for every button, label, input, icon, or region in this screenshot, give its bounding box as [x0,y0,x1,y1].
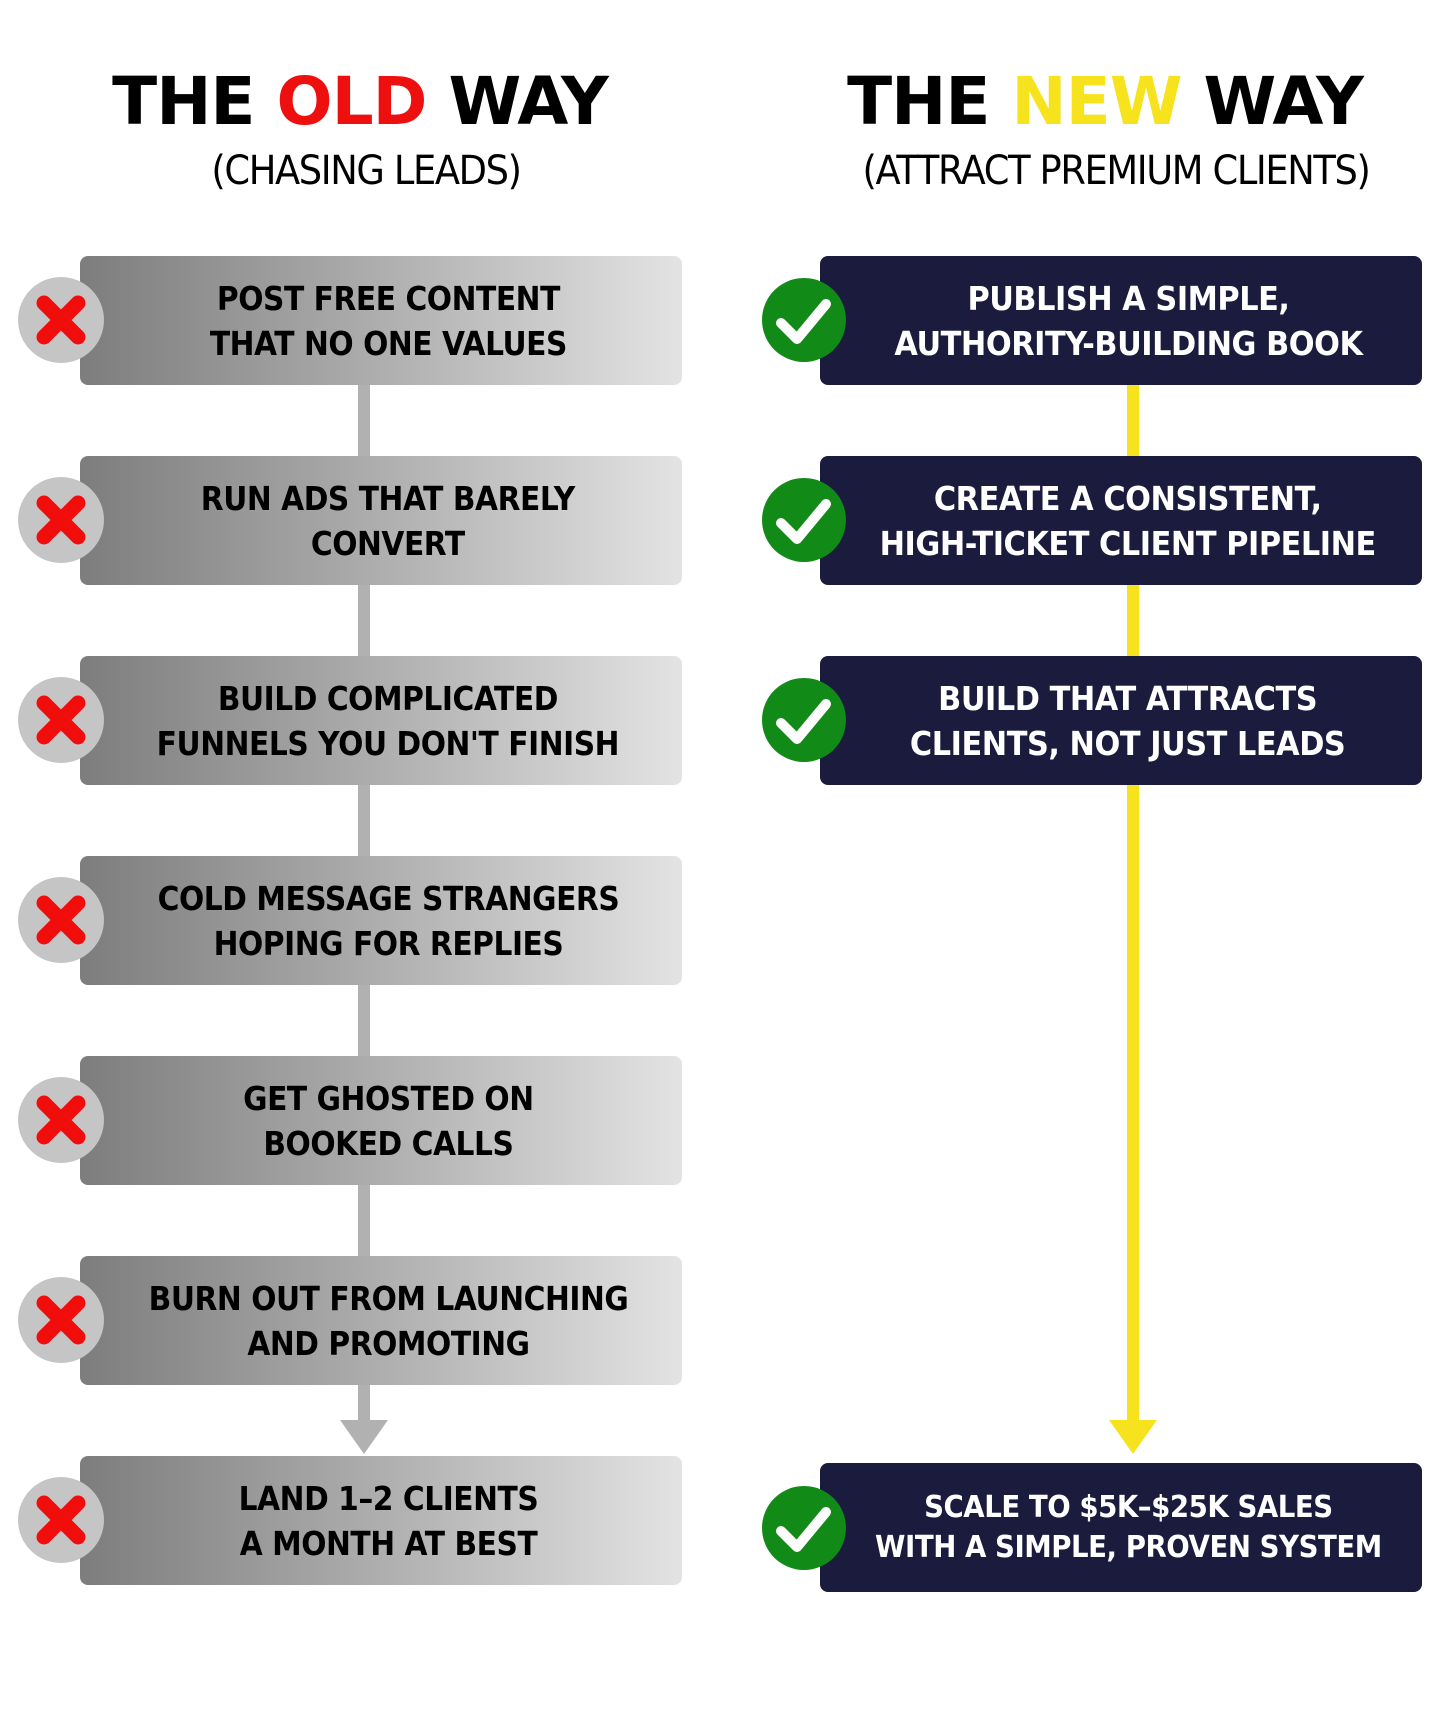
new-step-text: CREATE A CONSISTENT, HIGH-TICKET CLIENT … [879,478,1377,563]
old-step-box: GET GHOSTED ON BOOKED CALLS [80,1056,682,1185]
old-way-heading: THE OLD WAY [50,62,670,142]
old-step-text: BUILD COMPLICATED FUNNELS YOU DON'T FINI… [156,678,620,763]
new-way-heading-prefix: THE [847,63,990,140]
x-icon [18,877,104,963]
new-way-heading: THE NEW WAY [795,62,1415,142]
new-step-box: PUBLISH A SIMPLE, AUTHORITY-BUILDING BOO… [820,256,1422,385]
new-arrow-head-icon [1109,1420,1157,1454]
new-connector-line [1127,385,1139,1425]
x-icon [18,477,104,563]
old-way-heading-prefix: THE [112,63,255,140]
old-step-box: COLD MESSAGE STRANGERS HOPING FOR REPLIE… [80,856,682,985]
old-way-heading-suffix: WAY [448,63,608,140]
x-icon [18,1277,104,1363]
old-step-text: GET GHOSTED ON BOOKED CALLS [242,1078,534,1163]
old-step-box: BUILD COMPLICATED FUNNELS YOU DON'T FINI… [80,656,682,785]
checkmark-icon [762,478,846,562]
x-icon [18,1477,104,1563]
checkmark-icon [762,278,846,362]
old-step-text: LAND 1–2 CLIENTS A MONTH AT BEST [238,1478,538,1563]
old-step-box: POST FREE CONTENT THAT NO ONE VALUES [80,256,682,385]
old-step-box: RUN ADS THAT BARELY CONVERT [80,456,682,585]
new-way-heading-highlight: NEW [1011,63,1182,140]
new-step-text: BUILD THAT ATTRACTS CLIENTS, NOT JUST LE… [910,678,1346,763]
new-way-heading-suffix: WAY [1203,63,1364,140]
old-step-box: LAND 1–2 CLIENTS A MONTH AT BEST [80,1456,682,1585]
checkmark-icon [762,1486,846,1570]
old-step-text: COLD MESSAGE STRANGERS HOPING FOR REPLIE… [157,878,619,963]
x-icon [18,277,104,363]
new-step-box: CREATE A CONSISTENT, HIGH-TICKET CLIENT … [820,456,1422,585]
new-step-box: BUILD THAT ATTRACTS CLIENTS, NOT JUST LE… [820,656,1422,785]
x-icon [18,1077,104,1163]
old-step-text: BURN OUT FROM LAUNCHING AND PROMOTING [148,1278,628,1363]
old-step-text: POST FREE CONTENT THAT NO ONE VALUES [209,278,567,363]
old-way-heading-highlight: OLD [276,63,428,140]
new-step-text: PUBLISH A SIMPLE, AUTHORITY-BUILDING BOO… [893,278,1363,363]
old-step-box: BURN OUT FROM LAUNCHING AND PROMOTING [80,1256,682,1385]
old-step-text: RUN ADS THAT BARELY CONVERT [200,478,575,563]
new-step-text: SCALE TO $5K–$25K SALES WITH A SIMPLE, P… [874,1489,1382,1565]
old-arrow-head-icon [340,1420,388,1454]
checkmark-icon [762,678,846,762]
x-icon [18,677,104,763]
old-way-subtitle: (CHASING LEADS) [211,148,522,194]
new-way-subtitle: (ATTRACT PREMIUM CLIENTS) [862,148,1370,194]
new-step-box: SCALE TO $5K–$25K SALES WITH A SIMPLE, P… [820,1463,1422,1592]
